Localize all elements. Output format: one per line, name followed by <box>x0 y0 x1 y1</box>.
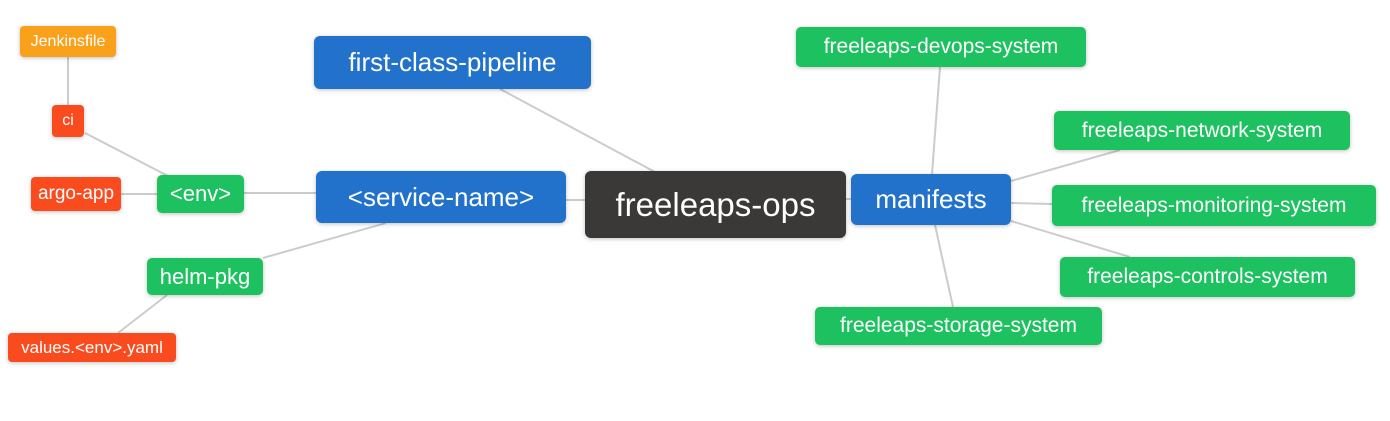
edge-ci-to-env <box>84 132 169 177</box>
edge-manifests-to-storage-system <box>934 224 954 308</box>
node-freeleaps-ops[interactable]: freeleaps-ops <box>585 171 846 238</box>
edge-manifests-to-devops-system <box>931 66 941 175</box>
node-env[interactable]: <env> <box>157 175 244 213</box>
edge-manifests-to-monitoring-system <box>1010 202 1053 205</box>
edge-helm-pkg-to-service-name <box>262 222 387 259</box>
node-ci[interactable]: ci <box>52 105 84 137</box>
node-values-env-yaml[interactable]: values.<env>.yaml <box>8 333 176 362</box>
edge-first-class-pipeline-to-freeleaps-ops <box>499 88 656 173</box>
edge-manifests-to-controls-system <box>1010 220 1131 258</box>
edge-manifests-to-network-system <box>1010 149 1121 182</box>
node-monitoring-system[interactable]: freeleaps-monitoring-system <box>1052 185 1376 226</box>
node-first-class-pipeline[interactable]: first-class-pipeline <box>314 36 591 89</box>
node-jenkinsfile[interactable]: Jenkinsfile <box>20 26 116 57</box>
node-devops-system[interactable]: freeleaps-devops-system <box>796 27 1086 67</box>
node-controls-system[interactable]: freeleaps-controls-system <box>1060 257 1355 297</box>
node-manifests[interactable]: manifests <box>851 174 1011 225</box>
node-service-name[interactable]: <service-name> <box>316 171 566 223</box>
node-helm-pkg[interactable]: helm-pkg <box>147 258 263 295</box>
node-network-system[interactable]: freeleaps-network-system <box>1054 111 1350 150</box>
edge-values-env-yaml-to-helm-pkg <box>117 294 168 334</box>
node-argo-app[interactable]: argo-app <box>31 177 121 211</box>
node-storage-system[interactable]: freeleaps-storage-system <box>815 307 1102 345</box>
